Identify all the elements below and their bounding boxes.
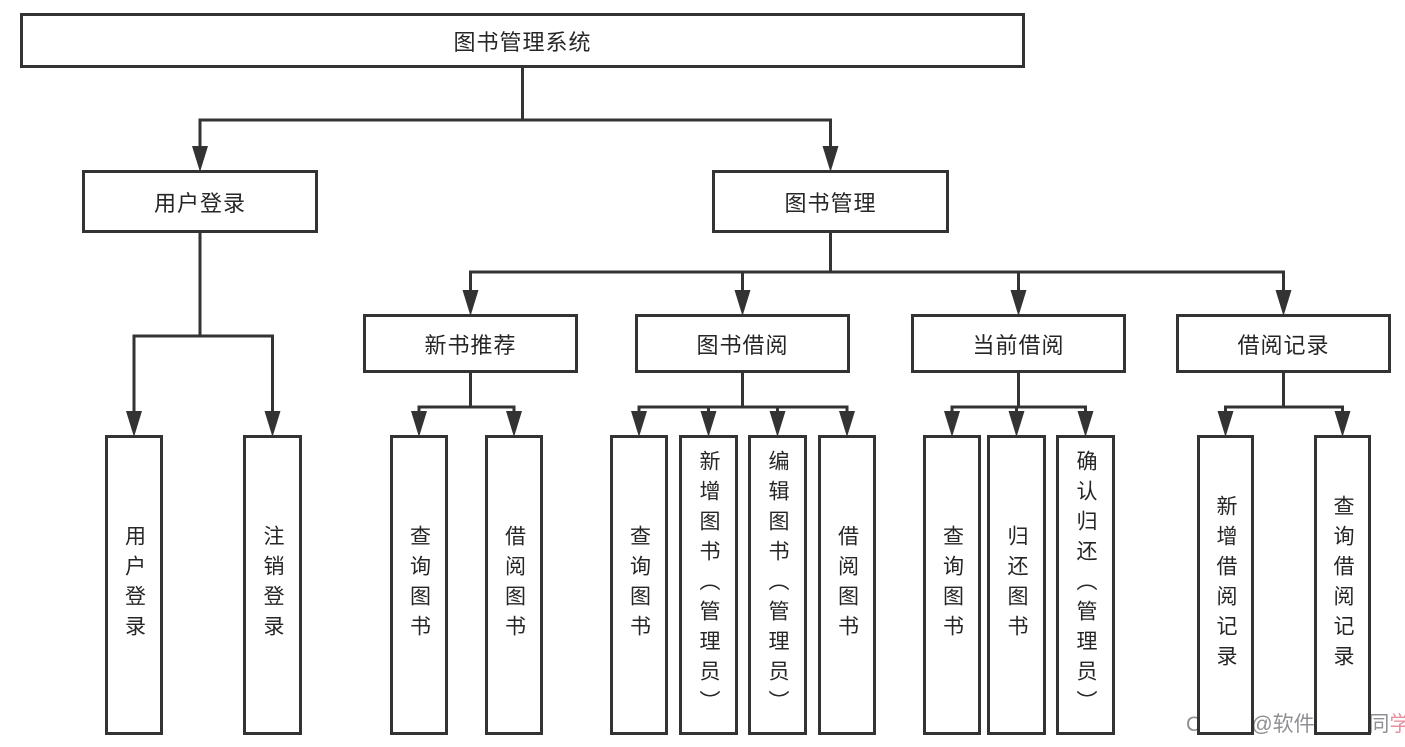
node-leaf-query-borrow-record: 查询借阅记录 [1314,435,1371,735]
node-leaf-add-borrow-record: 新增借阅记录 [1197,435,1254,735]
node-label: 查询图书 [407,525,431,645]
node-user-login: 用户登录 [82,170,318,233]
node-label: 借阅记录 [1237,332,1330,358]
node-book-borrow: 图书借阅 [635,314,850,373]
node-leaf-edit-book-admin: 编辑图书（管理员） [748,435,807,735]
node-leaf-query-books-3: 查询图书 [923,435,981,735]
node-label: 编辑图书（管理员） [766,450,789,720]
node-label: 借阅图书 [835,525,859,645]
node-label: 借阅图书 [502,525,526,645]
node-book-management: 图书管理 [712,170,949,233]
node-label: 用户登录 [153,190,246,216]
node-label: 注销登录 [261,525,284,645]
node-label: 确认归还（管理员） [1074,450,1097,720]
node-current-borrow: 当前借阅 [911,314,1126,373]
node-label: 图书管理系统 [453,29,592,55]
node-leaf-borrow-books: 借阅图书 [485,435,543,735]
node-label: 用户登录 [122,525,146,645]
node-leaf-query-books: 查询图书 [390,435,448,735]
node-label: 新书推荐 [424,332,517,358]
node-leaf-query-books-2: 查询图书 [610,435,668,735]
node-leaf-confirm-return-admin: 确认归还（管理员） [1056,435,1115,735]
node-label: 归还图书 [1005,525,1028,645]
watermark-accent-text: 学 [1389,713,1405,736]
node-leaf-borrow-books-2: 借阅图书 [818,435,876,735]
node-label: 图书管理 [784,190,877,216]
node-leaf-return-books: 归还图书 [987,435,1046,735]
node-label: 新增借阅记录 [1214,495,1237,675]
node-label: 查询图书 [940,525,964,645]
node-leaf-logout: 注销登录 [243,435,302,735]
node-leaf-add-book-admin: 新增图书（管理员） [679,435,738,735]
node-borrow-records: 借阅记录 [1176,314,1391,373]
node-leaf-user-login: 用户登录 [105,435,163,735]
node-new-book-recommendation: 新书推荐 [363,314,578,373]
node-label: 查询借阅记录 [1331,495,1354,675]
node-label: 新增图书（管理员） [697,450,720,720]
node-label: 当前借阅 [972,332,1065,358]
node-library-management-system: 图书管理系统 [20,13,1025,68]
node-label: 查询图书 [627,525,651,645]
node-label: 图书借阅 [696,332,789,358]
